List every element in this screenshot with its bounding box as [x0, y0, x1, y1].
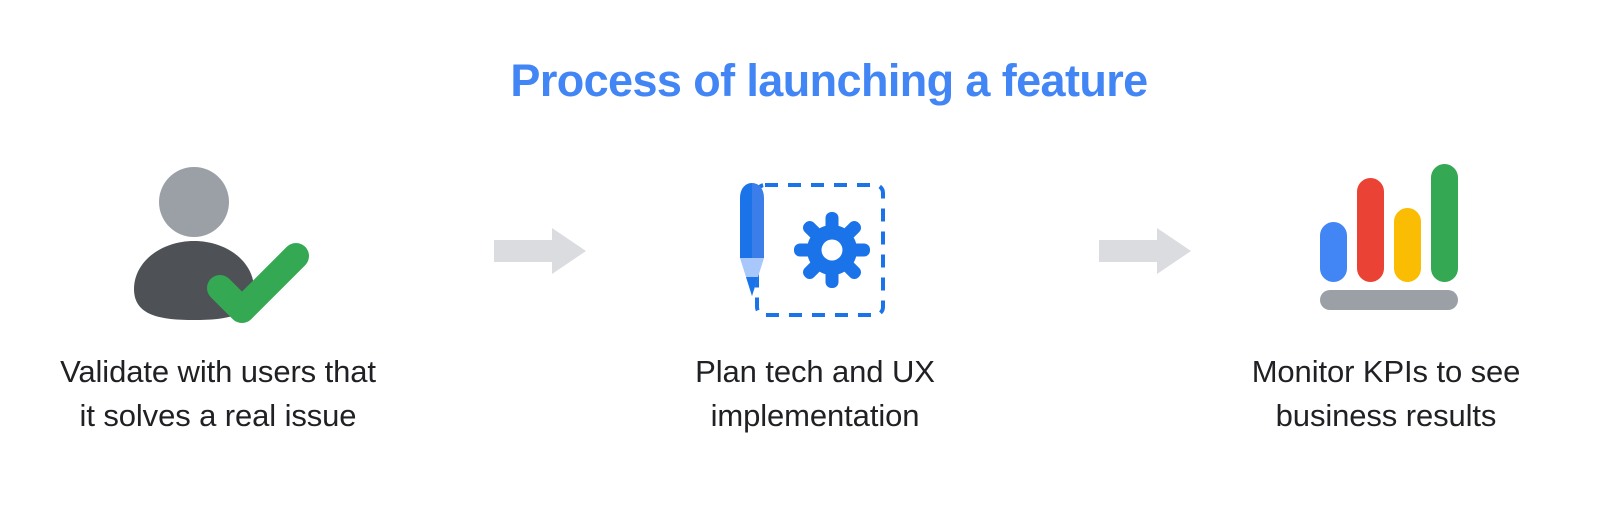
bar-yellow-icon: [1394, 208, 1421, 282]
gear-icon: [794, 212, 870, 288]
arrow-right-icon-2: [1099, 228, 1191, 274]
step-1-icon-slot: [8, 150, 428, 330]
bar-blue-icon: [1320, 222, 1347, 282]
step-2-icon-slot: [640, 150, 990, 330]
step-3: Monitor KPIs to see business results: [1200, 150, 1572, 438]
bar-chart-icon: [1314, 160, 1460, 312]
step-2-caption: Plan tech and UX implementation: [695, 354, 935, 434]
arrow-right-icon-1: [494, 228, 586, 274]
dashed-frame-icon: [755, 183, 885, 317]
bar-green-icon: [1431, 164, 1458, 282]
step-2: Plan tech and UX implementation: [640, 150, 990, 438]
pencil-body-left-icon: [740, 183, 752, 258]
pencil-lead-icon: [746, 277, 758, 296]
page-title: Process of launching a feature: [510, 55, 1148, 106]
step-3-caption: Monitor KPIs to see business results: [1251, 354, 1521, 434]
step-3-icon-slot: [1200, 150, 1572, 330]
plan-design-icon: [735, 180, 887, 320]
bar-red-icon: [1357, 178, 1384, 282]
pencil-body-right-icon: [752, 183, 764, 258]
chart-baseline-icon: [1320, 290, 1458, 310]
step-1: Validate with users that it solves a rea…: [8, 150, 428, 438]
person-head-icon: [159, 167, 229, 237]
step-1-caption: Validate with users that it solves a rea…: [60, 354, 376, 434]
validated-user-icon: [132, 158, 312, 330]
green-check-icon: [207, 243, 309, 323]
